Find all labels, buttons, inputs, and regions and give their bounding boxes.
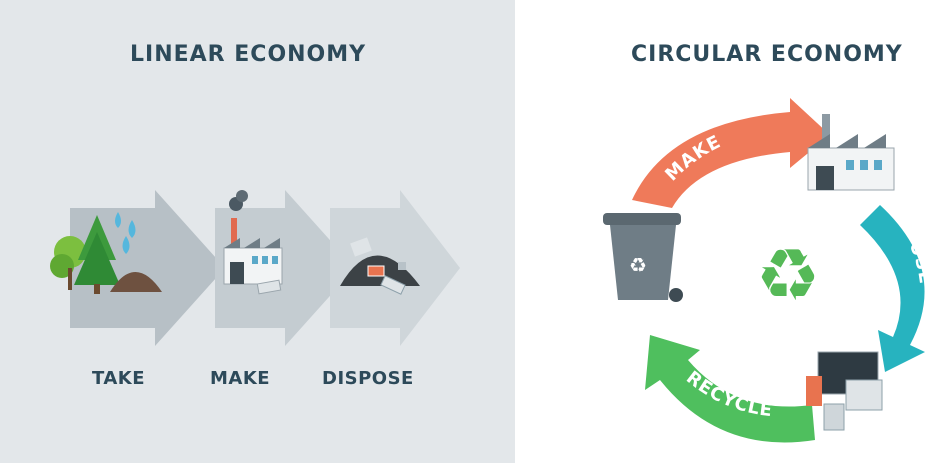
step-make: MAKE xyxy=(210,368,271,389)
linear-arrows xyxy=(50,190,460,346)
step-dispose: DISPOSE xyxy=(322,368,414,389)
take-arrow xyxy=(70,190,225,346)
factory-icon xyxy=(223,190,283,295)
use-cycle-arrow xyxy=(860,205,925,372)
linear-title: LINEAR ECONOMY xyxy=(130,42,367,67)
trees-icon xyxy=(50,215,162,294)
circular-title: CIRCULAR ECONOMY xyxy=(631,42,903,67)
water-drops-icon xyxy=(115,212,136,254)
recycle-bin-icon: ♻ xyxy=(603,213,683,302)
devices-icon xyxy=(806,351,883,431)
make-cycle-arrow xyxy=(632,98,830,208)
recycle-symbol-icon: ♻ xyxy=(756,233,821,317)
make-arrow xyxy=(215,190,355,346)
step-take: TAKE xyxy=(92,368,146,389)
svg-text:♻: ♻ xyxy=(629,253,647,277)
recycle-cycle-arrow xyxy=(645,335,815,443)
linear-economy-panel: LINEAR ECONOMY xyxy=(0,0,515,463)
svg-text:♻: ♻ xyxy=(756,233,821,317)
trash-pile-icon xyxy=(340,237,420,295)
factory-icon xyxy=(807,114,895,191)
